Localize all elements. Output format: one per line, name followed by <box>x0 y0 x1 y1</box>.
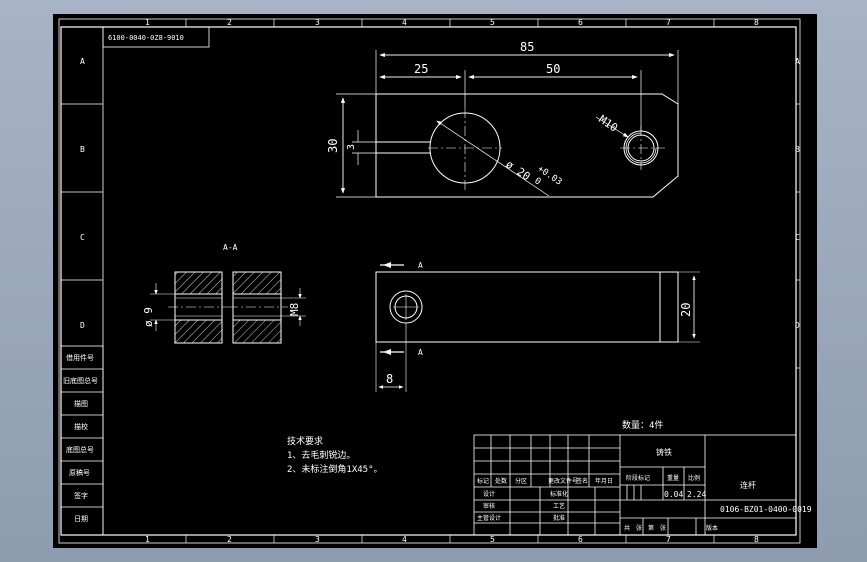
tb-h-count: 处数 <box>495 477 507 485</box>
zone-num-top-6: 6 <box>578 18 583 27</box>
tb-h-standard: 标准化 <box>550 490 568 498</box>
notes-line-2: 2、未标注倒角1X45°。 <box>287 463 383 475</box>
title-block <box>473 434 797 536</box>
tb-h-check: 审核 <box>483 502 495 510</box>
dim-front-height: 20 <box>679 303 693 317</box>
quantity-label: 数量：4件 <box>622 419 663 431</box>
tb-h-process: 工艺 <box>553 502 565 510</box>
zone-num-top-3: 3 <box>315 18 320 27</box>
side-label-5: 底图总号 <box>66 445 94 454</box>
side-label-4: 描校 <box>74 422 88 431</box>
side-label-3: 描图 <box>74 399 88 408</box>
zone-num-bottom-2: 2 <box>227 535 232 544</box>
section-arrow-label-top: A <box>418 261 423 270</box>
zone-num-top-4: 4 <box>402 18 407 27</box>
section-dim-text: ø 9 M8 <box>142 303 301 327</box>
notes-line-1: 1、去毛刺锐边。 <box>287 449 355 461</box>
dim-total-length: 85 <box>520 40 534 54</box>
dim-height: 30 <box>326 139 340 153</box>
side-label-7: 签字 <box>74 491 88 500</box>
zone-num-top-5: 5 <box>490 18 495 27</box>
zone-letters: A B C D A B C D <box>80 57 800 330</box>
tb-weight-value: 2.24 <box>687 490 706 499</box>
top-view-centerlines <box>428 108 665 190</box>
side-label-2: 旧底图总号 <box>63 376 98 385</box>
side-table <box>60 345 104 536</box>
tb-h-date: 年月日 <box>595 477 613 485</box>
zone-num-bottom-5: 5 <box>490 535 495 544</box>
dim-hole-spacing: 50 <box>546 62 560 76</box>
tb-h-stage-mark: 阶段标记 <box>626 474 650 482</box>
tb-part-name: 连杆 <box>740 480 756 490</box>
stamp-text: 6100-0040-0Z8-9010 <box>108 34 184 42</box>
notes-title: 技术要求 <box>287 435 323 447</box>
tb-h-mark: 标记 <box>477 477 489 485</box>
zone-letter-right-D: D <box>795 321 800 330</box>
front-view <box>375 262 700 392</box>
zone-num-top-2: 2 <box>227 18 232 27</box>
zone-num-bottom-4: 4 <box>402 535 407 544</box>
section-view <box>150 271 306 344</box>
front-view-text: A A 20 8 <box>386 261 693 386</box>
zone-letter-left-A: A <box>80 57 85 66</box>
dim-tolerance-lower: 0 <box>532 176 542 187</box>
zone-num-top-8: 8 <box>754 18 759 27</box>
zone-numbers: 1 2 3 4 5 6 7 8 1 2 3 4 5 6 7 8 <box>145 18 759 544</box>
tb-h-supervisor: 主管设计 <box>477 514 501 522</box>
stamp-box: 6100-0040-0Z8-9010 <box>102 26 210 48</box>
tb-h-scale: 比例 <box>688 474 700 482</box>
zone-letter-left-B: B <box>80 145 85 154</box>
side-label-6: 原稿号 <box>69 468 90 477</box>
zone-letter-left-D: D <box>80 321 85 330</box>
zone-letter-right-B: B <box>795 145 800 154</box>
zone-letter-left-C: C <box>80 233 85 242</box>
dim-section-bore: ø 9 <box>142 307 155 327</box>
zone-num-bottom-6: 6 <box>578 535 583 544</box>
drawing-frame <box>58 18 801 544</box>
tb-h-change: 更改文件号 <box>548 477 578 485</box>
title-block-text: 铸铁 连杆 0106-BZ01-0400-0019 阶段标记 重量 比例 0.0… <box>477 447 812 532</box>
zone-num-bottom-7: 7 <box>666 535 671 544</box>
side-label-1: 借用件号 <box>66 353 94 362</box>
tb-scale-value: 0.04 <box>664 490 683 499</box>
zone-ticks <box>185 19 800 543</box>
dim-front-offset: 8 <box>386 372 393 386</box>
technical-notes: 技术要求 1、去毛刺锐边。 2、未标注倒角1X45°。 <box>287 435 383 475</box>
zone-num-bottom-8: 8 <box>754 535 759 544</box>
tb-h-sheet-count-2: 张 <box>660 524 666 532</box>
zone-num-top-1: 1 <box>145 18 150 27</box>
section-right-lower <box>232 319 282 344</box>
side-label-8: 日期 <box>74 515 88 523</box>
section-label: A-A <box>223 243 238 252</box>
tb-h-total: 共 <box>624 524 630 532</box>
tb-h-version: 版本 <box>706 524 718 532</box>
dim-section-thread: M8 <box>288 303 301 316</box>
zone-num-bottom-1: 1 <box>145 535 150 544</box>
tb-h-sheet-count: 张 <box>636 524 642 532</box>
tb-material: 铸铁 <box>656 447 672 457</box>
dim-left-offset: 25 <box>414 62 428 76</box>
tb-h-sign: 签名 <box>576 477 588 485</box>
tb-drawing-number: 0106-BZ01-0400-0019 <box>720 505 812 514</box>
zone-letter-right-C: C <box>795 233 800 242</box>
section-left-upper <box>174 271 223 295</box>
tb-h-designer: 设计 <box>483 490 495 498</box>
section-left-lower <box>174 319 223 344</box>
section-right-upper <box>232 271 282 295</box>
top-view-dimensions <box>336 50 679 198</box>
zone-letter-right-A: A <box>795 57 800 66</box>
tb-h-sheet: 第 <box>648 524 654 532</box>
section-arrow-label-bottom: A <box>418 348 423 357</box>
tb-h-zone: 分区 <box>515 477 527 485</box>
side-table-labels: 借用件号 旧底图总号 描图 描校 底图总号 原稿号 签字 日期 <box>63 353 98 523</box>
tb-h-approve: 批准 <box>553 514 565 522</box>
dim-slot-width: 3 <box>346 144 357 150</box>
zone-num-bottom-3: 3 <box>315 535 320 544</box>
front-outline <box>375 271 679 343</box>
tb-h-weight: 重量 <box>667 474 679 482</box>
zone-num-top-7: 7 <box>666 18 671 27</box>
